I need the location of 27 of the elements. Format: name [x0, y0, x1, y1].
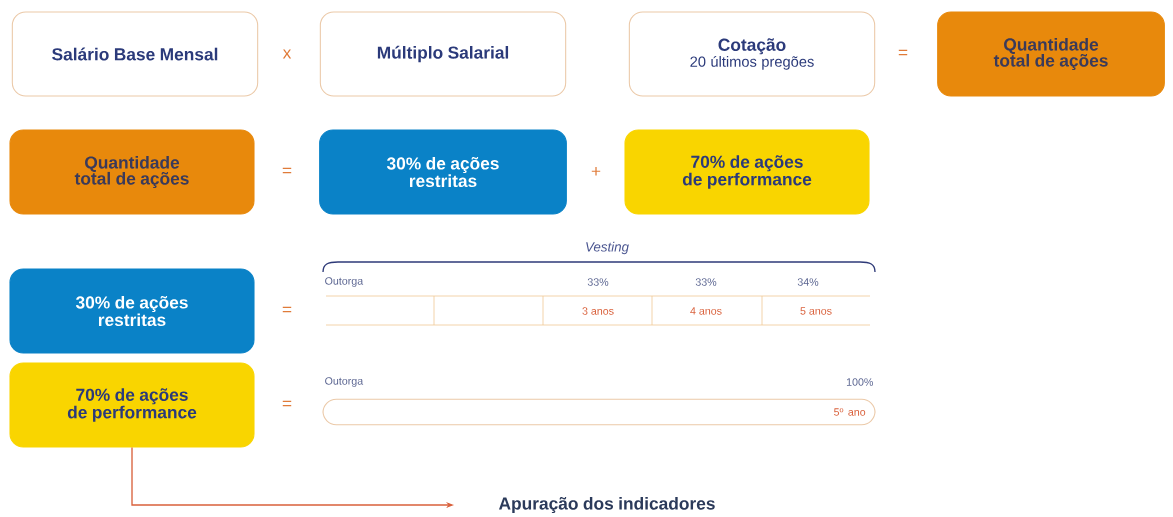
percentage-label: 34% — [797, 278, 819, 286]
table-cell: 3 anos — [582, 307, 614, 315]
operator-sign: = — [282, 400, 292, 407]
percentage-label: 33% — [695, 278, 717, 286]
input-box: Cotação 20 últimos pregões — [628, 11, 876, 97]
result-box: Quantidade total de ações — [9, 129, 255, 215]
percentage-label: 100% — [846, 378, 873, 386]
percentage-label: 33% — [587, 278, 609, 286]
timeline-label: Outorga — [325, 277, 364, 287]
timeline-label: Outorga — [325, 377, 364, 387]
result-text: Apuração dos indicadores — [499, 496, 715, 514]
table-cell: 5 anos — [800, 307, 832, 315]
operator-sign: + — [591, 167, 601, 176]
result-box: Quantidade total de ações — [937, 11, 1165, 97]
performance-shares-box: 70% de ações de performance — [624, 129, 870, 215]
operator-sign: = — [282, 306, 292, 313]
performance-shares-box: 70% de ações de performance — [9, 362, 255, 448]
restricted-shares-box: 30% de ações restritas — [319, 129, 567, 215]
input-box: Múltiplo Salarial — [319, 11, 567, 97]
operator-sign: = — [282, 167, 292, 174]
operator-sign: = — [898, 49, 908, 56]
table-cell: 4 anos — [690, 307, 722, 315]
restricted-shares-box: 30% de ações restritas — [9, 268, 255, 354]
input-box: Salário Base Mensal — [11, 11, 259, 97]
timeline-title: Vesting — [586, 241, 629, 255]
vesting-bar: 5º ano — [322, 398, 876, 426]
operator-sign: x — [282, 49, 292, 59]
